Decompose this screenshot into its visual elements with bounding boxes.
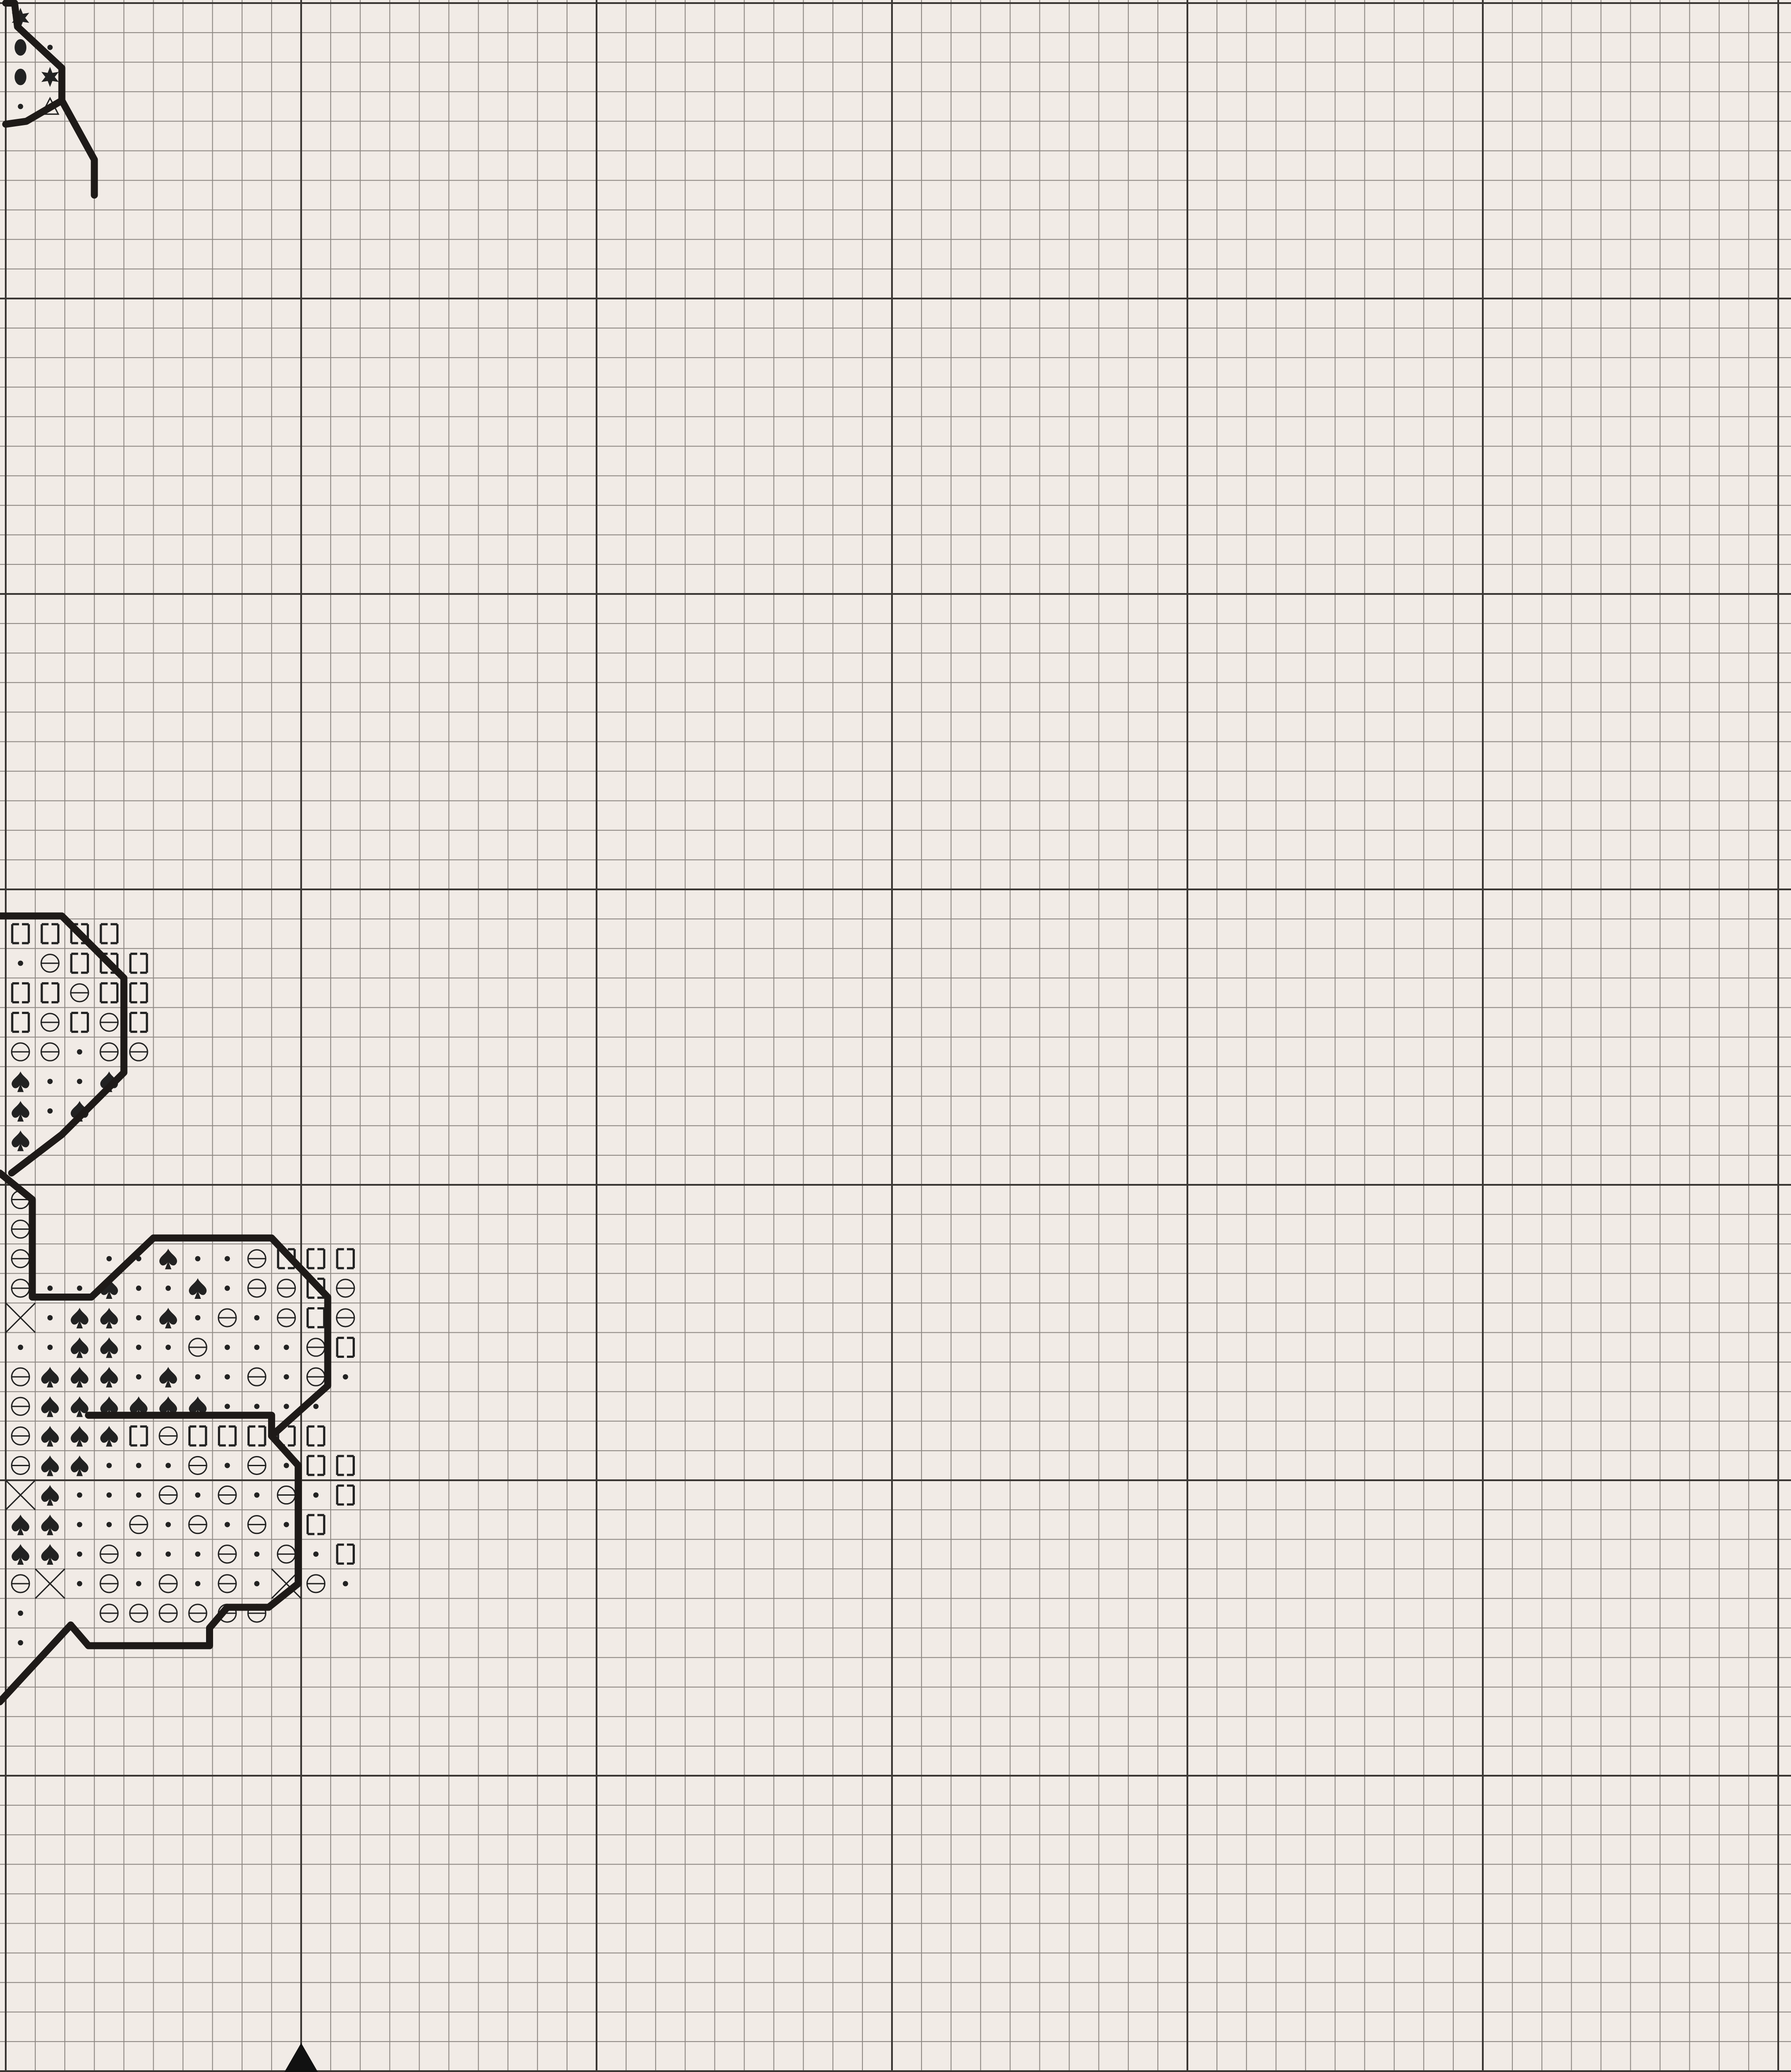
dot-icon <box>136 1463 141 1468</box>
dot-icon <box>48 1079 53 1084</box>
dot-icon <box>77 1493 82 1498</box>
dot-icon <box>48 1315 53 1320</box>
dot-icon <box>225 1256 230 1261</box>
dot-icon <box>77 1581 82 1586</box>
dot-icon <box>313 1404 319 1409</box>
dot-icon <box>18 1640 23 1645</box>
dot-icon <box>195 1581 200 1586</box>
dot-icon <box>195 1493 200 1498</box>
filled-oval-icon <box>15 39 26 56</box>
dot-icon <box>254 1345 259 1350</box>
dot-icon <box>225 1374 230 1379</box>
dot-icon <box>225 1463 230 1468</box>
dot-icon <box>225 1286 230 1291</box>
dot-icon <box>136 1286 141 1291</box>
dot-icon <box>254 1315 259 1320</box>
dot-icon <box>166 1345 171 1350</box>
dot-icon <box>77 1522 82 1527</box>
dot-icon <box>254 1552 259 1557</box>
dot-icon <box>48 1286 53 1291</box>
dot-icon <box>313 1552 319 1557</box>
dot-icon <box>107 1522 112 1527</box>
dot-icon <box>343 1374 348 1379</box>
dot-icon <box>284 1404 289 1409</box>
dot-icon <box>195 1374 200 1379</box>
dot-icon <box>195 1256 200 1261</box>
dot-icon <box>225 1345 230 1350</box>
dot-icon <box>254 1493 259 1498</box>
filled-oval-icon <box>15 69 26 85</box>
dot-icon <box>18 1345 23 1350</box>
dot-icon <box>77 1079 82 1084</box>
dot-icon <box>48 1108 53 1113</box>
dot-icon <box>18 961 23 966</box>
dot-icon <box>136 1493 141 1498</box>
dot-icon <box>48 45 53 50</box>
dot-icon <box>136 1374 141 1379</box>
dot-icon <box>225 1404 230 1409</box>
dot-icon <box>166 1552 171 1557</box>
dot-icon <box>166 1522 171 1527</box>
dot-icon <box>107 1493 112 1498</box>
dot-icon <box>107 1256 112 1261</box>
dot-icon <box>18 1611 23 1616</box>
dot-icon <box>284 1522 289 1527</box>
dot-icon <box>166 1463 171 1468</box>
dot-icon <box>107 1463 112 1468</box>
dot-icon <box>77 1286 82 1291</box>
dot-icon <box>284 1463 289 1468</box>
dot-icon <box>136 1552 141 1557</box>
dot-icon <box>77 1049 82 1054</box>
dot-icon <box>225 1522 230 1527</box>
dot-icon <box>195 1315 200 1320</box>
dot-icon <box>136 1315 141 1320</box>
dot-icon <box>195 1552 200 1557</box>
dot-icon <box>284 1345 289 1350</box>
dot-icon <box>254 1581 259 1586</box>
dot-icon <box>254 1404 259 1409</box>
dot-icon <box>77 1552 82 1557</box>
dot-icon <box>136 1581 141 1586</box>
dot-icon <box>136 1345 141 1350</box>
dot-icon <box>48 1345 53 1350</box>
dot-icon <box>166 1286 171 1291</box>
dot-icon <box>284 1374 289 1379</box>
dot-icon <box>18 104 23 109</box>
dot-icon <box>343 1581 348 1586</box>
dot-icon <box>313 1493 319 1498</box>
